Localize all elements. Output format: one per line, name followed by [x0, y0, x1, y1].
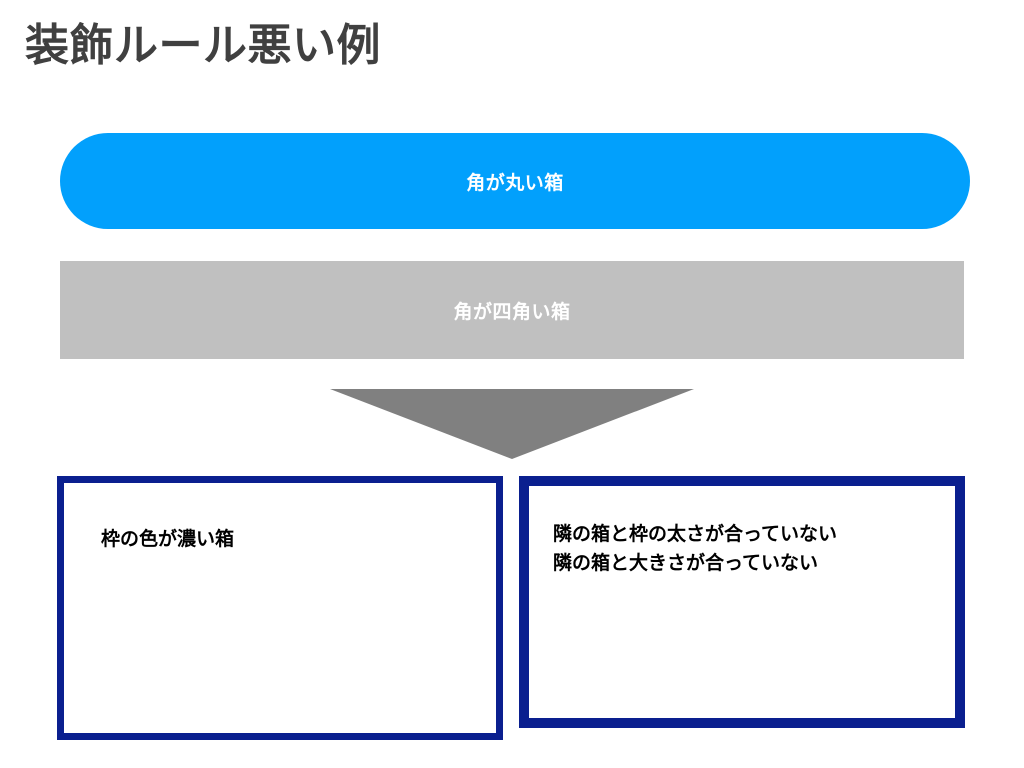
rounded-blue-box[interactable]: 角が丸い箱 — [60, 133, 970, 229]
square-gray-box[interactable]: 角が四角い箱 — [60, 261, 964, 359]
page-title: 装飾ルール悪い例 — [25, 21, 381, 70]
outlined-box-right[interactable]: 隣の箱と枠の太さが合っていない 隣の箱と大きさが合っていない — [519, 476, 965, 728]
outlined-box-left[interactable]: 枠の色が濃い箱 — [57, 476, 503, 740]
outlined-box-right-label: 隣の箱と枠の太さが合っていない 隣の箱と大きさが合っていない — [553, 524, 838, 575]
square-gray-box-label: 角が四角い箱 — [453, 301, 571, 323]
outlined-box-left-label: 枠の色が濃い箱 — [101, 529, 235, 550]
triangle-down-icon — [330, 389, 694, 459]
rounded-blue-box-label: 角が丸い箱 — [466, 172, 564, 194]
